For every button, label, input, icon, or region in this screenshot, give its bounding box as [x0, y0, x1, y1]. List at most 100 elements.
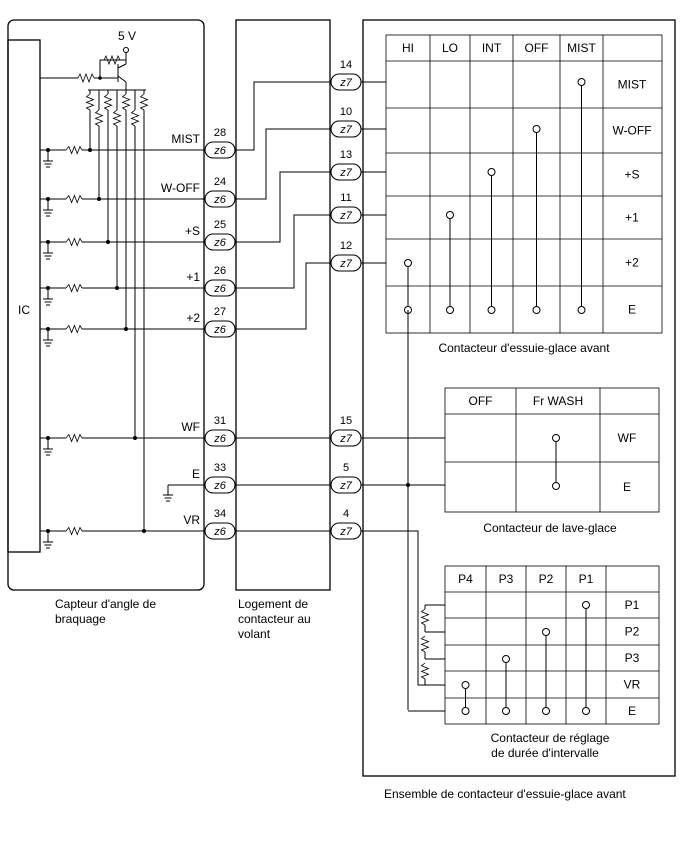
interval-contact-p4-e: [461, 707, 470, 715]
junction-dot: [46, 240, 50, 244]
spiral-wire-0: [235, 81, 331, 151]
signal-mist-name: MIST: [171, 132, 200, 146]
signal-vr-ground-icon: [43, 537, 53, 549]
z6-pin-34: z6: [204, 522, 236, 540]
interval-row-p1: P1: [625, 598, 640, 612]
interval-vr-wire: [361, 530, 425, 686]
washer-contact-e: [552, 482, 560, 490]
z7-pin-12: z7: [330, 254, 362, 272]
junction-dot: [46, 327, 50, 331]
junction-dot: [106, 240, 110, 244]
connectors: z6z6z6z6z6z6z6z6z714z710z713z711z712z715…: [204, 59, 362, 540]
pullup-resistor-4: [121, 93, 131, 111]
interval-col-p1: P1: [579, 572, 594, 586]
signal-wf-series-resistor: [65, 433, 83, 443]
z6-pin-25-label: z6: [213, 237, 227, 249]
junction-dot: [46, 286, 50, 290]
signal--s-pin-number: 25: [214, 219, 226, 231]
wiper-contact-mist-top: [577, 78, 586, 86]
signal-e-name: E: [192, 467, 200, 481]
z7-pin-15-label: z7: [339, 433, 353, 445]
interval-contact-p3-e: [502, 707, 510, 715]
signal--2-series-resistor: [65, 324, 83, 334]
z6-pin-26: z6: [204, 279, 236, 297]
z7-pin-12-label: z7: [339, 258, 353, 270]
signal--1-ground-icon: [43, 294, 53, 306]
junction-dot: [115, 286, 119, 290]
signal-w-off-name: W-OFF: [161, 181, 200, 195]
signal--2-pin-number: 27: [214, 306, 226, 318]
z7-pin-number-4: 4: [343, 508, 349, 520]
z6-pin-28-label: z6: [213, 145, 227, 157]
interval-col-p3: P3: [499, 572, 514, 586]
washer-col-fr-wash: Fr WASH: [533, 394, 583, 408]
spiral-caption-2: contacteur au: [238, 612, 311, 626]
z7-pin-13: z7: [330, 163, 362, 181]
pullup-resistors: [85, 90, 149, 127]
wiper-row--1: +1: [625, 211, 639, 225]
interval-caption-2: de durée d'intervalle: [491, 746, 599, 760]
spiral-wire-1: [235, 128, 331, 200]
wiper-col-int: INT: [482, 41, 502, 55]
z6-pin-34-label: z6: [213, 526, 227, 538]
interval-contact-p4-top: [461, 681, 470, 689]
z6-pin-28: z6: [204, 141, 236, 159]
signal--1-name: +1: [186, 270, 200, 284]
base-resistor: [77, 72, 95, 84]
supply-terminal: [123, 47, 129, 53]
signal-wf-ground-icon: [43, 444, 53, 456]
z7-pin-5-label: z7: [339, 480, 353, 492]
spiral-cable-box: [235, 19, 331, 591]
signal-vr-name: VR: [183, 513, 200, 527]
interval-ladder-resistor-2: [420, 635, 430, 653]
interval-col-p2: P2: [539, 572, 554, 586]
z6-pin-24: z6: [204, 190, 236, 208]
junction-dot: [133, 436, 137, 440]
z6-pin-31: z6: [204, 429, 236, 447]
washer-caption: Contacteur de lave-glace: [483, 521, 617, 535]
wiper-row--2: +2: [625, 256, 639, 270]
signal-w-off-series-resistor: [65, 194, 83, 204]
z7-pin-number-13: 13: [340, 149, 352, 161]
ic-label: IC: [18, 303, 30, 317]
signal--1-pin-number: 26: [214, 265, 226, 277]
interval-row-p2: P2: [625, 625, 640, 639]
z7-pin-14: z7: [330, 73, 362, 91]
wiper-contact-off-e: [532, 306, 541, 314]
spiral-caption-3: volant: [238, 627, 271, 641]
wiper-contact-int-e: [487, 306, 496, 314]
wiper-contact-lo-top: [446, 211, 454, 219]
interval-row-p3: P3: [625, 651, 640, 665]
sensor-caption-2: braquage: [55, 612, 106, 626]
z6-pin-24-label: z6: [213, 194, 227, 206]
spiral-caption-1: Logement de: [238, 597, 308, 611]
signal-vr-pin-number: 34: [214, 508, 226, 520]
interval-contact-p2-e: [542, 707, 550, 715]
ic-box: [7, 39, 41, 553]
wiper-contact-mist-e: [577, 306, 586, 314]
wiper-contact-off-top: [532, 125, 541, 133]
washer-contact-wf: [552, 434, 560, 442]
bias-resistor: [103, 54, 121, 66]
signal-mist-pin-number: 28: [214, 127, 226, 139]
wiper-contact-hi-top: [404, 259, 412, 267]
z6-pin-33-label: z6: [213, 480, 227, 492]
junction-dot: [124, 327, 128, 331]
wiper-switch-assembly-box: [362, 19, 676, 777]
z7-pin-number-10: 10: [340, 106, 352, 118]
washer-col-off: OFF: [469, 394, 493, 408]
signal-mist-series-resistor: [65, 145, 83, 155]
wiper-contact-int-top: [487, 168, 496, 176]
washer-row-e: E: [623, 480, 631, 494]
z6-pin-25: z6: [204, 233, 236, 251]
signal--2-ground-icon: [43, 335, 53, 347]
junction-dot: [46, 197, 50, 201]
spiral-wire-3: [235, 214, 331, 289]
signal-e-pin-number: 33: [214, 462, 226, 474]
signal-wf-name: WF: [181, 420, 200, 434]
spiral-wire-4: [235, 262, 331, 330]
junction-dot: [46, 148, 50, 152]
